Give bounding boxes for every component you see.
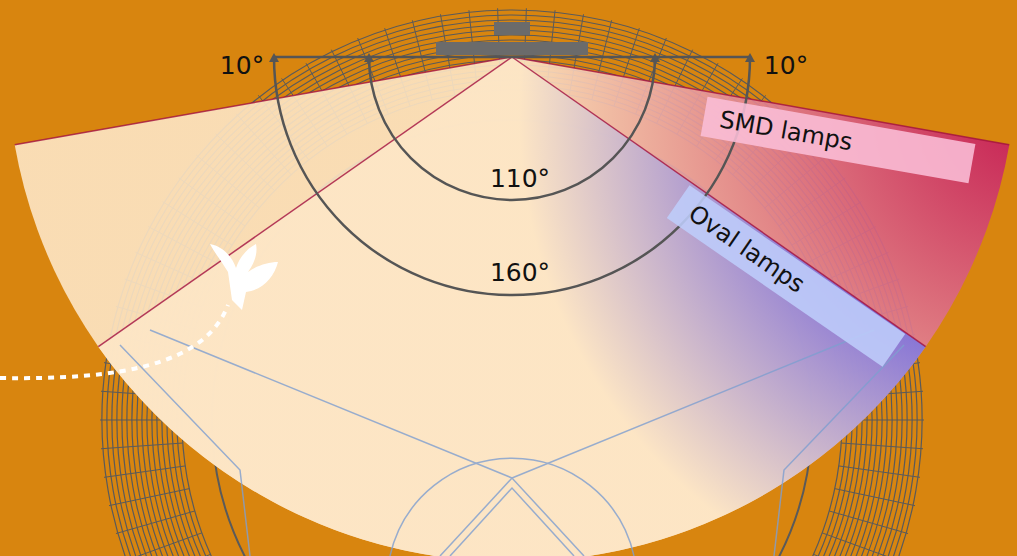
angle-label: 10° [220, 51, 264, 80]
arrow-head [745, 53, 755, 62]
lamp-bar [436, 42, 588, 55]
smd-light-fan [15, 57, 1010, 556]
fleur-icon [210, 244, 278, 310]
arrow-head [269, 53, 279, 62]
arrow-head [650, 53, 660, 62]
lamp-head [494, 22, 530, 35]
angle-label: 110° [490, 164, 550, 193]
angle-label: 160° [490, 258, 550, 287]
walk-path [0, 305, 228, 378]
angle-label: 10° [764, 51, 808, 80]
arrow-head [364, 53, 374, 62]
beam-edge [98, 57, 512, 347]
baseball-field [120, 330, 904, 556]
angle-markers [274, 57, 750, 295]
